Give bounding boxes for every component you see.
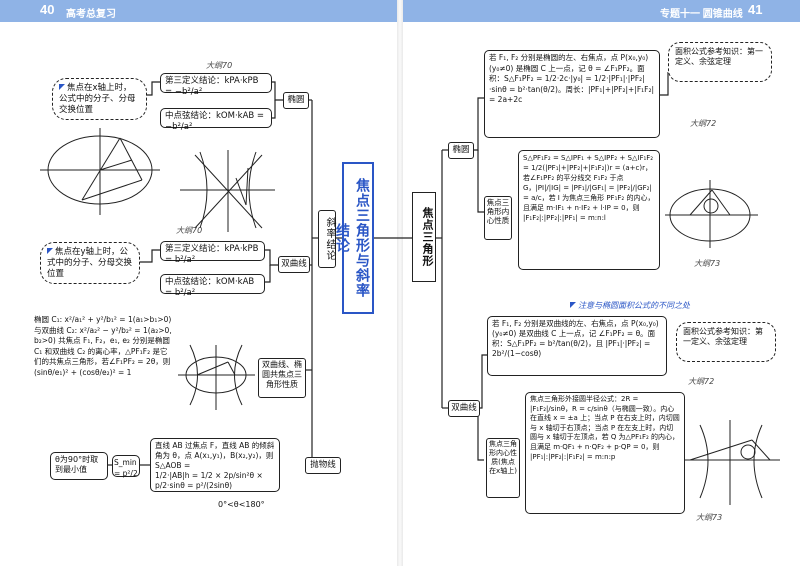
common-focus-figure bbox=[178, 344, 255, 410]
left-hyperbola-conclusion-1: 第三定义结论：kPA·kPB = b²/a² bbox=[160, 241, 265, 265]
parabola-text-2: 1/2·|AB|h = 1/2 × 2p/sin²θ × p/2·sinθ = … bbox=[155, 471, 263, 490]
left-ellipse-figure bbox=[40, 128, 160, 215]
branch-focal-label: 焦点三角形 bbox=[412, 192, 436, 282]
right-ellipse-incircle: S△PF₁F₂ = S△IPF₁ + S△IPF₂ + S△IF₁F₂ = 1/… bbox=[518, 150, 660, 270]
right-hyperbola-area-note: 面积公式参考知识：第一定义、余弦定理 bbox=[676, 322, 776, 362]
common-focus-text: 椭圆 C₁: x²/a₁² + y²/b₁² = 1(a₁>b₁>0) 与双曲线… bbox=[34, 315, 172, 377]
right-hyperbola-incircle: 焦点三角形外接圆半径公式：2R = |F₁F₂|/sinθ，R = c/sinθ… bbox=[525, 392, 685, 514]
right-hyperbola-incircle-ref: 大纲73 bbox=[696, 513, 723, 522]
right-hyperbola-area: 若 F₁, F₂ 分别是双曲线的左、右焦点，点 P(x₀,y₀)(y₀≠0) 是… bbox=[487, 316, 667, 376]
left-ellipse-note-text: 焦点在x轴上时，公式中的分子、分母交换位置 bbox=[59, 83, 136, 115]
left-hyperbola-note: 焦点在y轴上时，公式中的分子、分母交换位置 bbox=[40, 242, 140, 284]
left-hyperbola-label: 双曲线 bbox=[278, 256, 310, 273]
right-ellipse-page-ref: 大纲72 bbox=[690, 119, 717, 128]
branch-slope-label: 斜率结论 bbox=[318, 210, 336, 268]
left-hyperbola-conclusion-2: 中点弦结论：kOM·kAB = b²/a² bbox=[160, 274, 265, 298]
right-hyperbola-figure bbox=[680, 420, 780, 505]
right-page-number: 41 bbox=[748, 2, 763, 17]
parabola-box: 直线 AB 过焦点 F，直线 AB 的倾斜角为 θ，点 A(x₁,y₁)，B(x… bbox=[150, 438, 280, 492]
left-header-bar bbox=[0, 0, 397, 22]
right-hyperbola-label: 双曲线 bbox=[448, 400, 480, 417]
right-hyperbola-page-ref: 大纲72 bbox=[688, 377, 715, 386]
right-ellipse-incircle-label: 焦点三角形内心性质 bbox=[484, 196, 512, 240]
right-ellipse-area: 若 F₁, F₂ 分别是椭圆的左、右焦点，点 P(x₀,y₀)(y₀≠0) 是椭… bbox=[484, 50, 660, 138]
left-ellipse-page-ref: 大纲70 bbox=[206, 61, 233, 70]
left-ellipse-note: 焦点在x轴上时，公式中的分子、分母交换位置 bbox=[52, 78, 147, 120]
left-ellipse-conclusion-1: 第三定义结论：kPA·kPB = −b²/a² bbox=[160, 73, 272, 97]
right-ellipse-figure bbox=[665, 180, 758, 248]
left-parabola-label: 抛物线 bbox=[305, 457, 341, 474]
left-page-number: 40 bbox=[40, 2, 55, 17]
flag-icon bbox=[47, 248, 53, 254]
parabola-min-note: θ为90°时取到最小值 bbox=[50, 452, 108, 480]
right-header-bar bbox=[403, 0, 800, 22]
hyperbola-annotation: 注意与椭圆面积公式的不同之处 bbox=[570, 300, 690, 311]
right-ellipse-incircle-ref: 大纲73 bbox=[694, 259, 721, 268]
left-ellipse-conclusion-2: 中点弦结论：kOM·kAB = −b²/a² bbox=[160, 108, 272, 132]
right-header-title: 专题十一 圆锥曲线 bbox=[660, 9, 743, 20]
right-hyperbola-incircle-label: 焦点三角形内心性质(焦点在x轴上) bbox=[486, 438, 520, 498]
hyperbola-annotation-text: 注意与椭圆面积公式的不同之处 bbox=[578, 301, 690, 310]
left-ellipse-label: 椭圆 bbox=[283, 92, 309, 109]
parabola-text-1: 直线 AB 过焦点 F，直线 AB 的倾斜角为 θ，点 A(x₁,y₁)，B(x… bbox=[155, 441, 275, 470]
left-header-title: 高考总复习 bbox=[66, 9, 116, 20]
main-title: 焦点三角形与斜率结论 bbox=[334, 162, 374, 314]
right-ellipse-label: 椭圆 bbox=[448, 142, 474, 159]
parabola-range: 0°<θ<180° bbox=[218, 500, 265, 509]
flag-icon bbox=[570, 302, 576, 308]
flag-icon bbox=[59, 84, 65, 90]
parabola-min-formula: S_min = p²/2 bbox=[112, 455, 140, 478]
left-hyperbola-figure bbox=[180, 150, 275, 232]
book-spine bbox=[397, 0, 403, 566]
common-focus-label: 双曲线、椭圆共焦点三角形性质 bbox=[258, 358, 306, 398]
right-ellipse-area-note: 面积公式参考知识：第一定义、余弦定理 bbox=[668, 42, 772, 82]
left-hyperbola-page-ref: 大纲70 bbox=[176, 226, 203, 235]
left-hyperbola-note-text: 焦点在y轴上时，公式中的分子、分母交换位置 bbox=[47, 247, 133, 279]
